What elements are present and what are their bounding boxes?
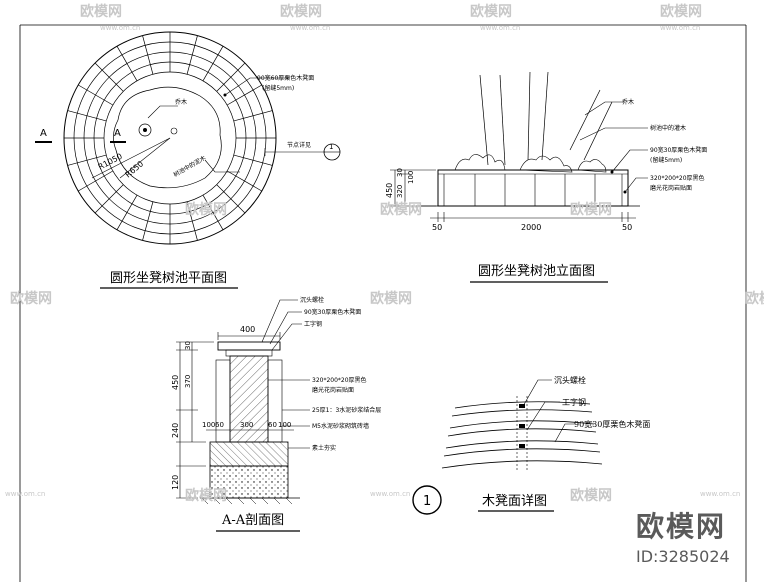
sec-label-stone2: 磨光花岗岩贴面 [312,386,354,394]
elev-dim-left: 50 [432,223,442,232]
wm-url-4: www.om.cn [660,24,700,32]
sec-dim-370: 370 [184,375,192,388]
plan-spoke [116,46,138,82]
sec-label-bench: 90宽30厚栗色木凳面 [304,308,361,316]
wm-url-2: www.om.cn [290,24,330,32]
detail-view: 沉头螺栓 工字钢 90宽30厚栗色木凳面 1 木凳面详图 [412,375,650,515]
plan-label-bench: 90宽60厚栗色木凳面 [257,74,314,82]
plan-spoke [233,110,273,122]
plan-spoke [202,46,224,82]
elev-label-tree: 乔木 [622,98,634,106]
watermarks: 欧模网 欧模网 欧模网 欧模网 欧模网 欧模网 欧模网 欧模网 欧模网 欧模网 … [5,3,764,504]
plan-spoke [94,184,124,214]
wm-url-6: www.om.cn [370,490,410,498]
detail-circle: 1 [423,494,431,509]
wm-11: 欧模网 [185,487,227,504]
plan-detail-circle: 1 [329,143,333,151]
elev-dim-c: 100 [407,171,415,184]
elev-dim-right: 50 [622,223,632,232]
wm-4: 欧模网 [660,3,702,20]
sec-label-mortar: 25厚1：3水泥砂浆结合层 [312,406,381,414]
brand-id: ID:3285024 [636,547,730,566]
elev-dim-a: 30 [396,168,404,177]
plan-spoke [94,62,124,92]
plan-spoke [216,62,246,92]
elev-title: 圆形坐凳树池立面图 [478,263,595,279]
wm-10: 欧模网 [745,290,764,307]
plan-spoke [142,201,154,241]
plan-spoke [67,110,107,122]
sec-dim-top: 400 [240,325,255,334]
sec-label-steel: 工字钢 [304,320,322,328]
wm-url-1: www.om.cn [100,24,140,32]
plan-label-detail: 节点详见 [287,141,311,149]
wm-5: 欧模网 [185,201,227,218]
elevation-view: 乔木 树池中的灌木 90宽30厚栗色木凳面 (留缝5mm) 320*200*20… [385,71,707,283]
brand-name: 欧模网 [636,510,727,543]
elev-dim-b: 320 [396,185,404,198]
elev-label-mid: 树池中的灌木 [650,124,686,132]
elev-dim-mid: 2000 [521,223,541,232]
sec-label-soil: 素土夯实 [312,444,336,452]
plan-label-drain: 树池中的泥木 [172,154,207,179]
sec-dim-30: 30 [184,341,192,350]
plan-label-tree: 乔木 [175,98,187,106]
wm-url-3: www.om.cn [480,24,520,32]
wm-3: 欧模网 [470,3,512,20]
plan-spoke [78,84,114,106]
elev-label-stone2: 磨光花岗岩贴面 [650,184,692,192]
section-view: 沉头螺栓 90宽30厚栗色木凳面 工字钢 320*200*20厚黑色 磨光花岗岩… [171,296,381,532]
wm-1: 欧模网 [80,3,122,20]
wm-url-7: www.om.cn [700,490,740,498]
plan-spoke [233,154,273,166]
sec-label-stone: 320*200*20厚黑色 [312,376,367,384]
sec-label-wall: M5水泥砂浆砌筑砖墙 [312,422,369,430]
wm-9: 欧模网 [370,290,412,307]
detail-title: 木凳面详图 [482,493,547,509]
wm-7: 欧模网 [570,201,612,218]
sec-dim-120: 120 [171,475,180,490]
plan-view: A A 90宽60厚栗色木凳面 (留缝5mm) 乔木 树池中的泥木 节点详见 1… [35,31,341,289]
wm-url-5: www.om.cn [5,490,45,498]
brand-watermark: 欧模网 ID:3285024 [636,505,760,566]
plan-section-marker-right: A [114,128,121,139]
sec-dim-300: 300 [240,421,253,429]
detail-label-bolt: 沉头螺栓 [554,375,586,385]
elev-label-gap: (留缝5mm) [650,156,682,164]
plan-label-gap: (留缝5mm) [262,84,294,92]
sec-dim-60: 60 [215,421,224,429]
plan-spoke [78,170,114,192]
wm-6: 欧模网 [380,201,422,218]
plan-spoke [202,194,224,230]
elev-label-stone: 320*200*20厚黑色 [650,174,705,182]
detail-circle-mark [412,485,442,515]
wm-8: 欧模网 [10,290,52,307]
sec-dim-100b: 100 [278,421,291,429]
plan-spoke [142,35,154,75]
plan-spoke [186,201,198,241]
wm-2: 欧模网 [280,3,322,20]
sec-label-bolt: 沉头螺栓 [300,296,324,304]
detail-label-steel: 工字钢 [562,397,586,407]
plan-spoke [116,194,138,230]
plan-spoke [226,84,262,106]
sec-dim-240: 240 [171,423,180,438]
sec-dim-60b: 60 [268,421,277,429]
detail-label-bench: 90宽30厚栗色木凳面 [574,419,650,429]
plan-spoke [226,170,262,192]
elev-dim-total: 450 [385,183,394,198]
plan-spoke [67,154,107,166]
sec-dim-450: 450 [171,375,180,390]
wm-12: 欧模网 [570,487,612,504]
plan-spoke [216,184,246,214]
plan-title: 圆形坐凳树池平面图 [110,270,227,286]
plan-spoke [186,35,198,75]
sec-title: A-A剖面图 [221,513,284,528]
plan-dim-r2: R650 [124,159,146,179]
elev-label-bench: 90宽30厚栗色木凳面 [650,146,707,154]
plan-section-marker: A [40,128,47,139]
sec-dim-100a: 100 [202,421,215,429]
